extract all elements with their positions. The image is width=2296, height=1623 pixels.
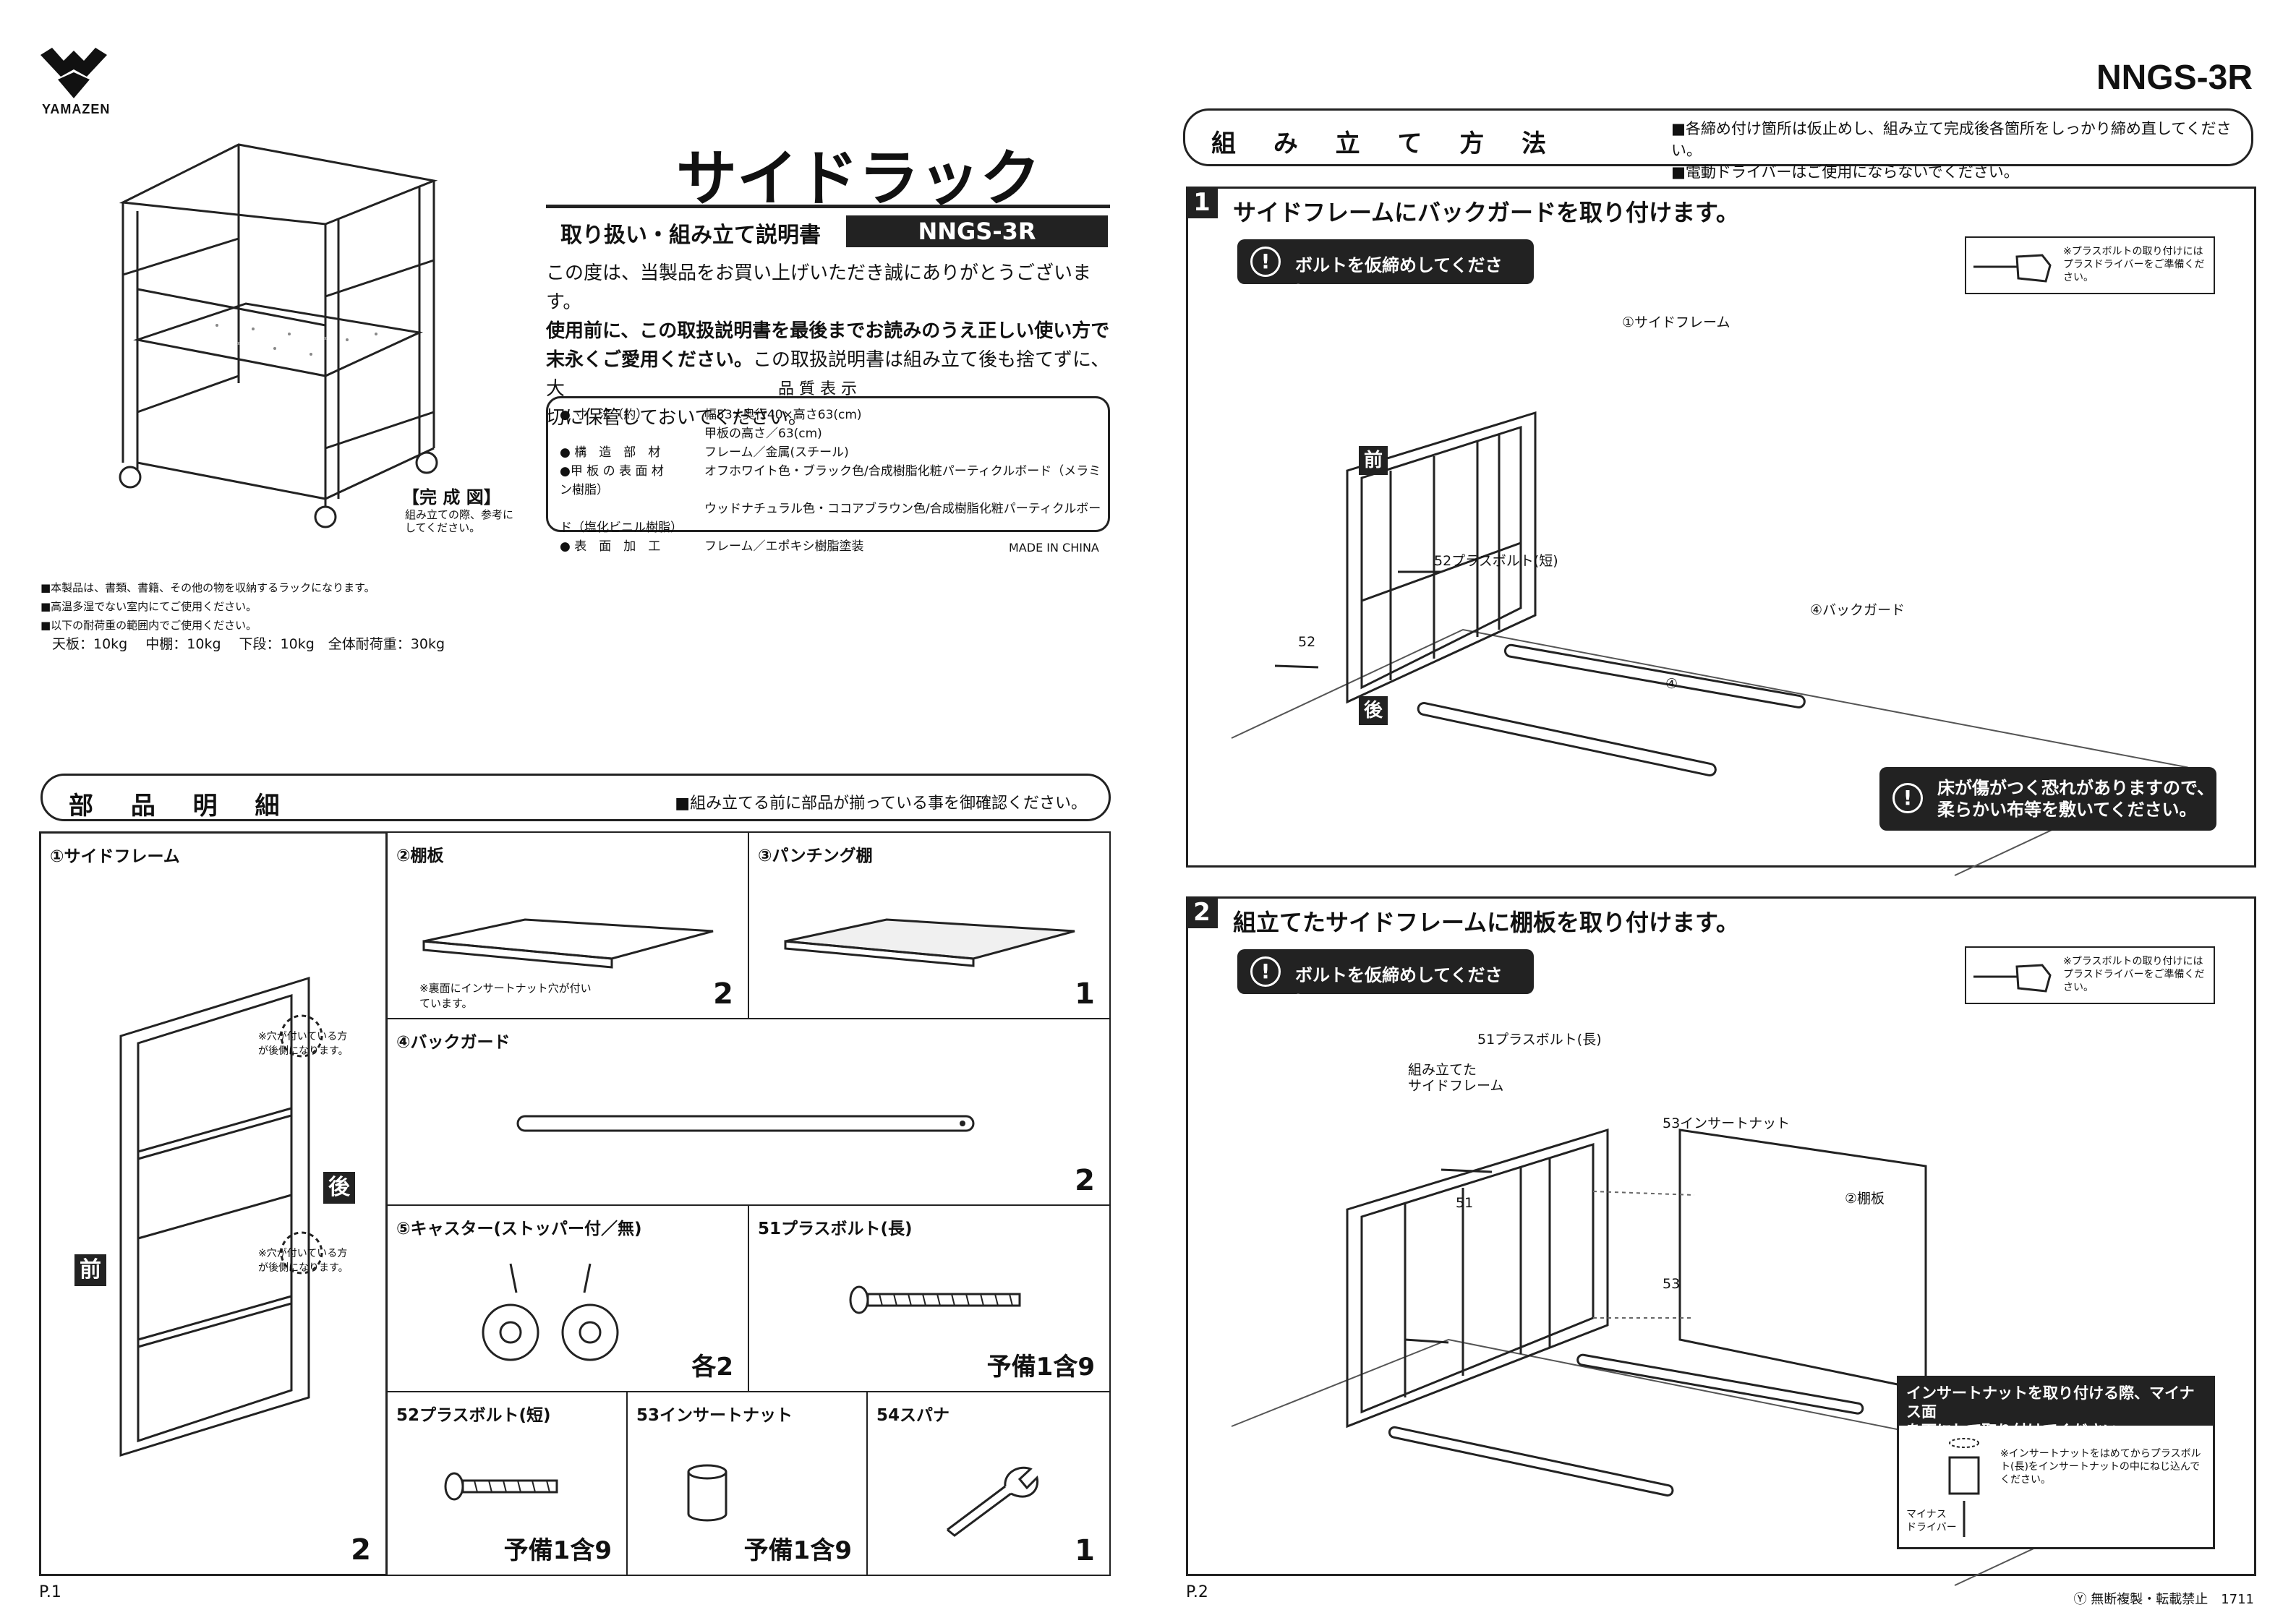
assembly-header: 組 み 立 て 方 法 ■各締め付け箇所は仮止めし、組み立て完成後各箇所をしっか…	[1183, 108, 2253, 181]
parts-title: 部 品 明 細	[69, 792, 294, 821]
quality-row: ●甲 板 の 表 面 材オフホワイト色・ブラック色/合成樹脂化粧パーティクルボー…	[560, 464, 1101, 497]
screwdriver-hand-icon	[1973, 964, 2052, 993]
assembly-notes: ■各締め付け箇所は仮止めし、組み立て完成後各箇所をしっかり締め直してください。 …	[1671, 120, 2232, 181]
model-badge: NNGS-3R	[846, 215, 1108, 247]
part-backguard: ④バックガード 2	[386, 1018, 1111, 1206]
step-1-number: 1	[1186, 187, 1218, 218]
usage-notes: ■本製品は、書類、書籍、その他の物を収納するラックになります。 ■高温多湿でない…	[40, 581, 445, 652]
copyright: Ⓨ 無断複製・転載禁止 1711	[2073, 1592, 2254, 1607]
rack-complete-illustration	[119, 143, 438, 528]
step-1-title: サイドフレームにバックガードを取り付けます。	[1233, 199, 1739, 226]
back-badge: 後	[323, 1172, 355, 1204]
front-badge: 前	[1359, 446, 1388, 475]
back-badge: 後	[1359, 696, 1388, 725]
quality-title: 品 質 表 示	[778, 380, 857, 398]
insert-nut-icon	[1948, 1438, 1980, 1537]
label-shelf: ②棚板	[1845, 1191, 1885, 1207]
front-badge: 前	[74, 1254, 106, 1286]
screwdriver-hand-icon	[1973, 254, 2052, 283]
brand-name: YAMAZEN	[42, 102, 111, 116]
label-bolt-long: 51プラスボルト(長)	[1477, 1032, 1602, 1048]
step-2-tip: ※プラスボルトの取り付けにはプラスドライバーをご準備ください。	[1965, 946, 2215, 1004]
title-rule	[546, 205, 1110, 208]
yamazen-logo-icon	[40, 48, 107, 98]
part-caster: ⑤キャスター(ストッパー付／無) 各2	[386, 1204, 749, 1392]
part-bolt-long: 51プラスボルト(長) 予備1含9	[748, 1204, 1111, 1392]
page-number-2: P.2	[1186, 1583, 1208, 1601]
parts-header: 部 品 明 細 ■組み立てる前に部品が揃っている事を御確認ください。	[40, 774, 1111, 821]
page-number-1: P.1	[39, 1583, 61, 1601]
label-bolt-num: 51	[1456, 1195, 1474, 1211]
label-bolt-num: 52	[1298, 634, 1316, 650]
part-spanner: 54スパナ 1	[866, 1391, 1111, 1576]
model-top: NNGS-3R	[2096, 59, 2253, 97]
quality-row: 甲板の高さ／63(cm)	[704, 427, 822, 441]
complete-label: 【完 成 図】	[402, 487, 501, 508]
quality-row: ウッドナチュラル色・ココアブラウン色/合成樹脂化粧パーティクルボード（塩化ビニル…	[560, 502, 1101, 535]
warning-icon: !	[1250, 247, 1281, 277]
insert-nut-note: インサートナットを取り付ける際、マイナス面 を下にして取り付けてください。 ※イ…	[1897, 1376, 2215, 1549]
step-1-warning: ! ボルトを仮締めしてください。	[1237, 239, 1534, 301]
label-backguard: ④バックガード	[1810, 602, 1905, 618]
part-bolt-short: 52プラスボルト(短) 予備1含9	[386, 1391, 628, 1576]
label-assembled-frame: 組み立てた サイドフレーム	[1408, 1062, 1504, 1094]
label-bolt-short: 52プラスボルト(短)	[1434, 553, 1558, 569]
quality-row: ● 寸 法（約）幅53×奥行40×高さ63(cm)	[560, 408, 862, 422]
quality-row: ● 構 造 部 材フレーム／金属(スチール)	[560, 445, 849, 460]
label-backguard-num: ④	[1665, 676, 1678, 692]
step-2-title: 組立てたサイドフレームに棚板を取り付けます。	[1233, 909, 1739, 936]
quality-box: ● 寸 法（約）幅53×奥行40×高さ63(cm) 甲板の高さ／63(cm) ● 構…	[546, 396, 1110, 554]
manual-subtitle: 取り扱い・組み立て説明書	[560, 223, 821, 248]
warning-icon: !	[1250, 956, 1281, 987]
assembly-title: 組 み 立 て 方 法	[1211, 129, 1561, 158]
product-title: サイドラック	[676, 143, 1041, 214]
part-side-frame: ①サイドフレーム ※穴が付いている方が後側になります。 ※穴が付いている方が後側…	[39, 831, 388, 1576]
warning-icon: !	[1892, 783, 1923, 813]
step-2-number: 2	[1186, 896, 1218, 928]
label-nut-num: 53	[1663, 1276, 1681, 1292]
complete-note: 組み立ての際、参考にしてください。	[405, 508, 514, 534]
made-in: MADE IN CHINA	[1009, 541, 1099, 554]
part-insert-nut: 53インサートナット 予備1含9	[626, 1391, 868, 1576]
qty: 2	[351, 1533, 371, 1567]
parts-note: ■組み立てる前に部品が揃っている事を御確認ください。	[675, 795, 1087, 813]
step-1-tip: ※プラスボルトの取り付けにはプラスドライバーをご準備ください。	[1965, 236, 2215, 294]
step-1-panel: 1 サイドフレームにバックガードを取り付けます。 ! ボルトを仮締めしてください…	[1186, 187, 2256, 876]
floor-caution: ! 床が傷がつく恐れがありますので、 柔らかい布等を敷いてください。	[1879, 767, 2216, 831]
part-shelf: ②棚板 ※裏面にインサートナット穴が付いています。 2	[386, 831, 749, 1019]
label-insert-nut: 53インサートナット	[1663, 1115, 1791, 1131]
quality-row: ● 表 面 加 工フレーム／エポキシ樹脂塗装	[560, 539, 864, 554]
label-side-frame: ①サイドフレーム	[1622, 314, 1730, 330]
step-2-warning: ! ボルトを仮締めしてください。	[1237, 949, 1534, 1011]
step-2-panel: 2 組立てたサイドフレームに棚板を取り付けます。 ! ボルトを仮締めしてください…	[1186, 896, 2256, 1586]
intro-text: この度は、当製品をお買い上げいただき誠にありがとうございます。 使用前に、この取…	[546, 262, 1110, 429]
part-punching-shelf: ③パンチング棚 1	[748, 831, 1111, 1019]
load-capacity: 天板：10kg 中棚：10kg 下段：10kg 全体耐荷重：30kg	[52, 636, 445, 652]
step-1-diagram	[1231, 411, 2189, 876]
